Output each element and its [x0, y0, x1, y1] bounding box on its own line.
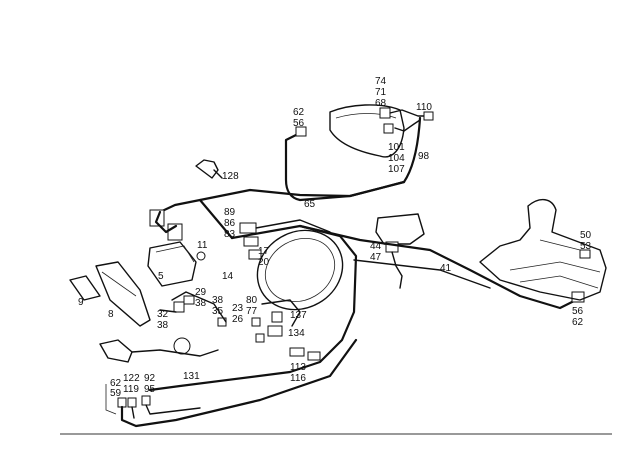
connector-62-bottom: [117, 397, 127, 408]
part-label-122: 122: [123, 373, 140, 384]
part-label-8: 8: [108, 309, 114, 320]
harness-65: [158, 180, 406, 214]
lamp-connector-68: [383, 123, 394, 134]
part-label-89: 89: [224, 207, 236, 218]
connector-137: [271, 311, 283, 323]
part-label-47: 47: [370, 252, 382, 263]
part-label-131: 131: [183, 371, 200, 382]
part-label-62b: 62: [572, 317, 584, 328]
part-label-137: 137: [290, 310, 307, 321]
door-trim-8: [95, 261, 151, 327]
connector-119: [127, 397, 137, 408]
unit-5: [147, 241, 197, 287]
connector-77: [255, 333, 265, 343]
part-label-23: 23: [232, 303, 244, 314]
part-label-9: 9: [78, 297, 84, 308]
part-label-74: 74: [375, 76, 387, 87]
part-label-38a: 38: [195, 298, 207, 309]
part-label-104: 104: [388, 153, 405, 164]
connector-32: [173, 301, 185, 313]
part-label-71: 71: [375, 87, 387, 98]
part-label-32: 32: [157, 309, 169, 320]
connector-128: [195, 159, 219, 179]
connector-95: [141, 395, 151, 406]
part-label-38c: 38: [157, 320, 169, 331]
part-label-20: 20: [258, 257, 270, 268]
part-label-38b: 38: [212, 295, 224, 306]
connector-17: [248, 249, 262, 260]
part-label-59: 59: [110, 388, 122, 399]
part-label-113: 113: [290, 362, 306, 373]
part-label-101: 101: [388, 142, 405, 153]
connector-110: [423, 111, 434, 121]
connector-83: [243, 236, 259, 247]
part-label-134: 134: [288, 328, 305, 339]
harness-98: [284, 116, 422, 202]
part-label-56a: 56: [293, 118, 305, 129]
part-label-119: 119: [123, 384, 139, 395]
connector-56-62: [571, 291, 585, 303]
part-label-95: 95: [144, 384, 156, 395]
steering-wheel: [256, 229, 344, 311]
part-label-44: 44: [370, 241, 382, 252]
part-label-35: 35: [212, 306, 224, 317]
connector-113: [289, 347, 305, 357]
part-label-11: 11: [197, 240, 208, 251]
console-44: [375, 213, 425, 245]
part-label-50: 50: [580, 230, 592, 241]
seat-frame: [479, 199, 607, 301]
part-label-62a: 62: [293, 107, 305, 118]
panel-9: [69, 275, 101, 301]
ignition-lock: [173, 337, 191, 355]
part-label-110: 110: [416, 102, 432, 113]
part-label-128: 128: [222, 171, 239, 182]
connector-62-56: [295, 126, 307, 137]
rear-lamp-housing: [329, 104, 405, 158]
part-label-92: 92: [144, 373, 156, 384]
connector-50: [579, 249, 591, 259]
part-label-14: 14: [222, 271, 234, 282]
connector-29: [183, 295, 195, 305]
part-label-41: 41: [440, 263, 452, 274]
part-label-5: 5: [158, 271, 164, 282]
part-label-29: 29: [195, 287, 207, 298]
part-label-17: 17: [258, 246, 270, 257]
lamp-connector-74: [379, 107, 391, 119]
part-label-83: 83: [224, 229, 236, 240]
switch-131: [99, 339, 133, 363]
part-label-98: 98: [418, 151, 430, 162]
part-label-53: 53: [580, 241, 592, 252]
connector-89: [239, 222, 257, 234]
part-label-68: 68: [375, 98, 387, 109]
part-label-56b: 56: [572, 306, 584, 317]
part-label-107: 107: [388, 164, 405, 175]
part-label-26: 26: [232, 314, 244, 325]
connector-116: [307, 351, 321, 361]
part-label-116: 116: [290, 373, 306, 384]
part-11: [196, 251, 206, 261]
connector-80: [251, 317, 261, 327]
part-label-86: 86: [224, 218, 236, 229]
part-label-80: 80: [246, 295, 258, 306]
connector-134: [267, 325, 283, 337]
part-label-62c: 62: [110, 378, 122, 389]
part-label-65: 65: [304, 199, 316, 210]
part-label-77: 77: [246, 306, 258, 317]
harness-41: [298, 224, 578, 310]
